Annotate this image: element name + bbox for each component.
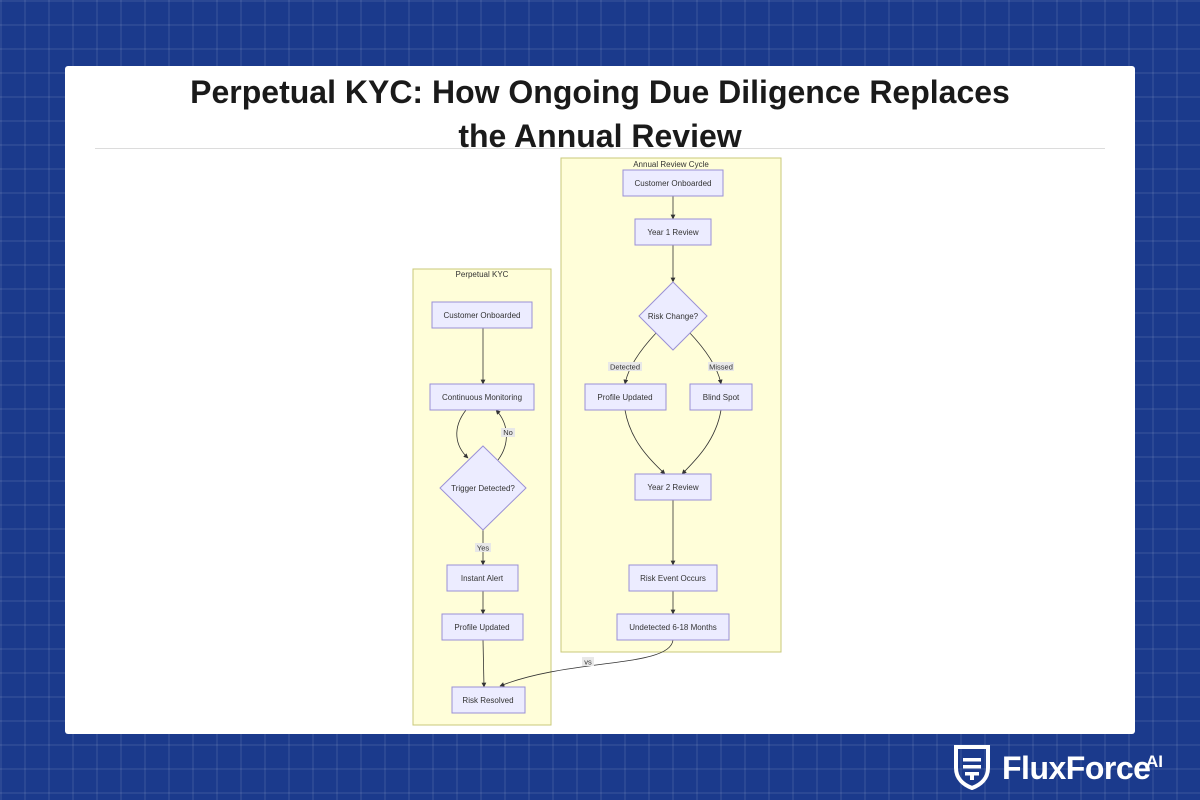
svg-text:Profile Updated: Profile Updated xyxy=(454,623,509,632)
node-p-customer-onboarded: Customer Onboarded xyxy=(431,301,533,329)
edge-label-missed: Missed xyxy=(708,362,734,372)
svg-text:Detected: Detected xyxy=(610,363,640,372)
node-a-undetected-months: Undetected 6-18 Months xyxy=(616,613,730,641)
svg-text:Risk Resolved: Risk Resolved xyxy=(462,696,513,705)
cluster-perpetual-label: Perpetual KYC xyxy=(456,270,509,279)
edge-a-riskchange-blindspot xyxy=(688,331,723,385)
shield-logo-icon xyxy=(954,745,990,790)
page-title: Perpetual KYC: How Ongoing Due Diligence… xyxy=(65,70,1135,158)
node-a-customer-onboarded: Customer Onboarded xyxy=(622,169,724,197)
node-a-risk-event-occurs: Risk Event Occurs xyxy=(628,564,718,592)
svg-text:Blind Spot: Blind Spot xyxy=(703,393,740,402)
edge-p-monitoring-trigger xyxy=(456,409,469,459)
edge-label-detected: Detected xyxy=(608,362,642,372)
node-a-risk-change: Risk Change? xyxy=(638,281,708,351)
svg-text:Missed: Missed xyxy=(709,363,733,372)
svg-text:Instant Alert: Instant Alert xyxy=(461,574,504,583)
brand-suffix: AI xyxy=(1146,752,1163,771)
edge-a-blindspot-year2 xyxy=(681,409,722,475)
svg-text:Continuous Monitoring: Continuous Monitoring xyxy=(442,393,522,402)
svg-text:Year 2 Review: Year 2 Review xyxy=(647,483,699,492)
node-p-profile-updated: Profile Updated xyxy=(441,613,524,641)
svg-text:Undetected 6-18 Months: Undetected 6-18 Months xyxy=(629,623,717,632)
node-a-year2-review: Year 2 Review xyxy=(634,473,712,501)
title-line-1: Perpetual KYC: How Ongoing Due Diligence… xyxy=(190,74,1010,110)
svg-text:Trigger Detected?: Trigger Detected? xyxy=(451,484,515,493)
node-p-continuous-monitoring: Continuous Monitoring xyxy=(429,383,535,411)
edge-p-profile-resolved xyxy=(481,639,487,688)
brand-logo: FluxForce AI xyxy=(952,744,1192,792)
cluster-annual-label: Annual Review Cycle xyxy=(633,160,709,169)
svg-text:Risk Event Occurs: Risk Event Occurs xyxy=(640,574,706,583)
brand-name: FluxForce xyxy=(1002,750,1151,786)
edge-label-no: No xyxy=(501,428,515,437)
svg-text:Year 1 Review: Year 1 Review xyxy=(647,228,699,237)
title-divider xyxy=(95,148,1105,149)
node-p-instant-alert: Instant Alert xyxy=(446,564,519,592)
edge-a-riskchange-profile xyxy=(623,331,658,385)
edge-label-vs: vs xyxy=(582,657,594,667)
svg-text:Yes: Yes xyxy=(477,544,489,553)
edge-label-yes: Yes xyxy=(475,543,491,553)
node-p-trigger-detected: Trigger Detected? xyxy=(439,445,527,531)
svg-text:vs: vs xyxy=(584,658,592,667)
edge-a-profile-year2 xyxy=(624,409,666,475)
svg-text:Risk Change?: Risk Change? xyxy=(648,312,699,321)
node-p-risk-resolved: Risk Resolved xyxy=(451,686,526,714)
svg-text:No: No xyxy=(503,428,513,437)
node-a-profile-updated: Profile Updated xyxy=(584,383,667,411)
node-a-year1-review: Year 1 Review xyxy=(634,218,712,246)
svg-text:Profile Updated: Profile Updated xyxy=(597,393,652,402)
node-a-blind-spot: Blind Spot xyxy=(689,383,753,411)
svg-text:Customer Onboarded: Customer Onboarded xyxy=(444,311,521,320)
svg-text:Customer Onboarded: Customer Onboarded xyxy=(635,179,712,188)
edges-annual xyxy=(499,196,723,687)
edge-a-undetected-resolved xyxy=(499,639,674,687)
